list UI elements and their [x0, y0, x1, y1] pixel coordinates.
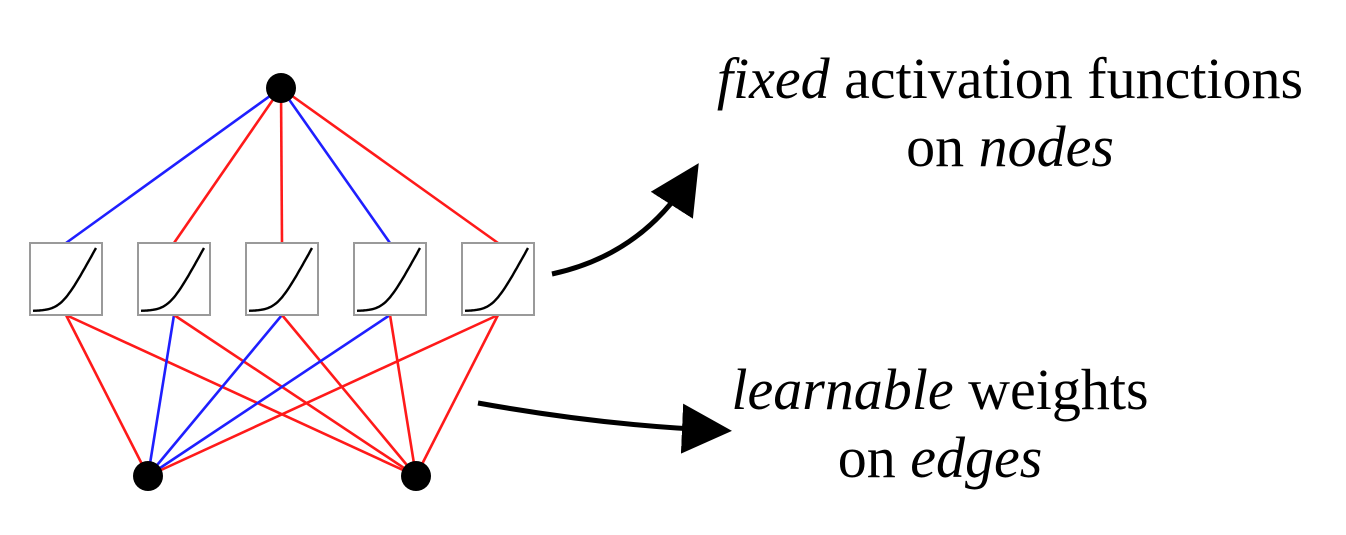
- weights-label-line1: learnable weights: [690, 356, 1190, 424]
- weights-label-prefix: on: [837, 425, 911, 491]
- output-node: [266, 73, 296, 103]
- weights-label-target: edges: [910, 425, 1043, 491]
- activation-box: [29, 242, 103, 316]
- activation-box: [137, 242, 211, 316]
- arrows-layer: [477, 163, 732, 454]
- edge-unit-5-to-output: [280, 86, 499, 245]
- arrow-to-activation-label: [551, 163, 699, 277]
- edge-unit-4-to-output: [279, 87, 392, 244]
- softplus-activation-icon: [248, 247, 314, 312]
- activation-units-layer: [29, 242, 535, 316]
- edge-unit-5-to-input-1: [147, 313, 499, 478]
- activation-box: [353, 242, 427, 316]
- input-node-2: [401, 461, 431, 491]
- nodes-layer: [133, 73, 431, 491]
- edge-unit-2-to-input-1: [146, 314, 176, 477]
- edge-unit-3-to-input-2: [281, 314, 417, 477]
- edge-unit-3-to-input-1: [147, 314, 283, 477]
- edge-unit-1-to-input-1: [64, 314, 150, 477]
- activation-label-rest: activation functions: [829, 46, 1304, 111]
- edge-unit-2-to-output: [172, 87, 283, 244]
- learnable-weights-label: learnable weights on edges: [690, 356, 1190, 493]
- edge-unit-1-to-input-2: [65, 313, 417, 478]
- weights-label-rest: weights: [953, 357, 1149, 422]
- arrow-to-weights-label: [477, 400, 732, 454]
- edge-unit-5-to-input-2: [414, 314, 500, 477]
- edge-unit-3-to-output: [279, 87, 284, 244]
- edge-unit-4-to-input-1: [147, 313, 391, 478]
- activation-unit-4: [353, 242, 427, 316]
- activation-label-line2: on nodes: [690, 113, 1330, 181]
- input-node-1: [133, 461, 163, 491]
- activation-unit-2: [137, 242, 211, 316]
- activation-box: [461, 242, 535, 316]
- edge-unit-4-to-input-2: [388, 314, 418, 477]
- activation-box: [245, 242, 319, 316]
- edge-unit-1-to-output: [65, 86, 282, 245]
- activation-unit-1: [29, 242, 103, 316]
- softplus-activation-icon: [356, 247, 422, 312]
- edges-layer: [64, 86, 500, 478]
- softplus-activation-icon: [32, 247, 98, 312]
- edge-unit-2-to-input-2: [173, 313, 417, 478]
- activation-unit-3: [245, 242, 319, 316]
- activation-functions-label: fixed activation functions on nodes: [690, 45, 1330, 182]
- softplus-activation-icon: [464, 247, 530, 312]
- activation-label-target: nodes: [978, 114, 1114, 180]
- softplus-activation-icon: [140, 247, 206, 312]
- weights-label-line2: on edges: [690, 424, 1190, 492]
- activation-unit-5: [461, 242, 535, 316]
- activation-label-emphasis: fixed: [716, 46, 830, 111]
- activation-label-prefix: on: [906, 114, 979, 180]
- weights-label-emphasis: learnable: [731, 357, 954, 422]
- activation-label-line1: fixed activation functions: [690, 45, 1330, 113]
